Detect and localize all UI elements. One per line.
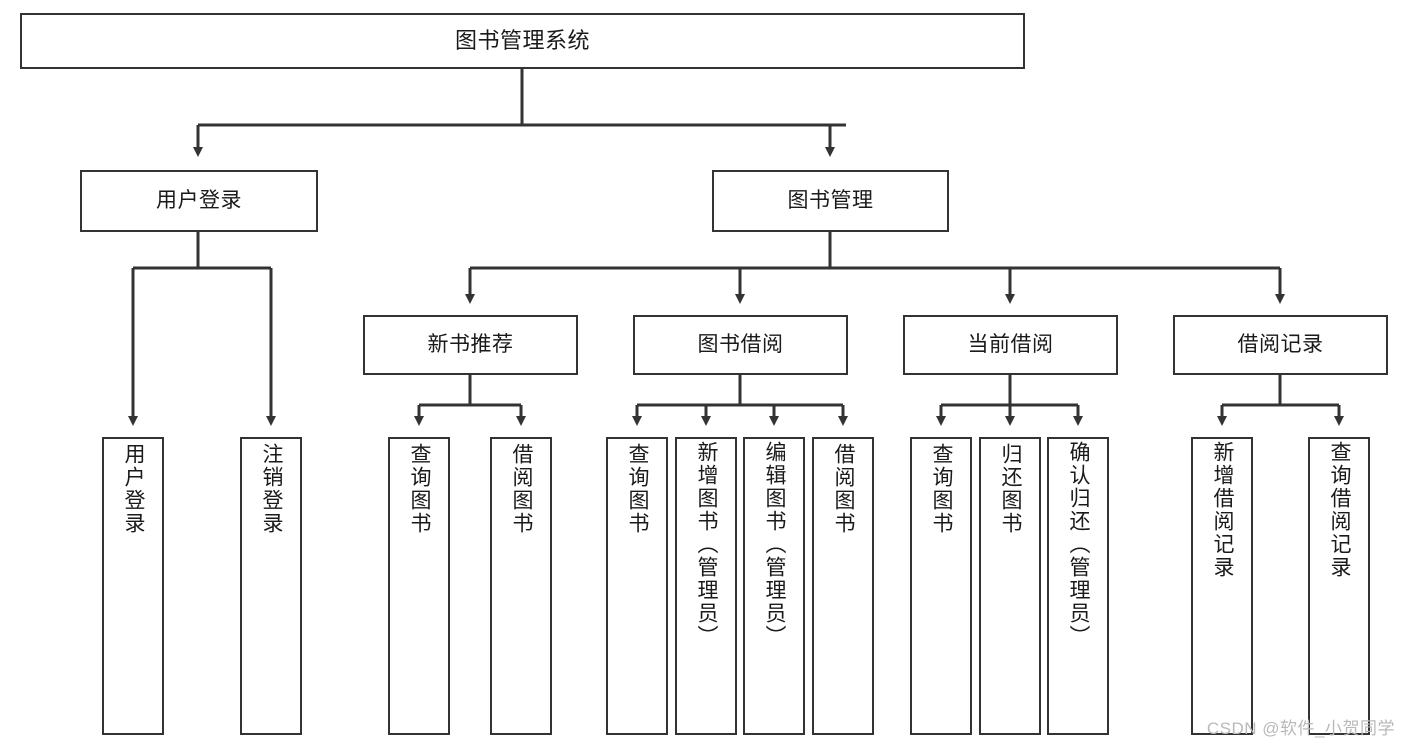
node-leaf-borrow-book-2[interactable]: 借阅图书 [812,437,874,735]
node-leaf-return-book-label: 归还图书 [999,443,1023,535]
node-root[interactable]: 图书管理系统 [20,13,1025,69]
node-leaf-edit-book[interactable]: 编辑图书（管理员） [743,437,805,735]
node-leaf-user-login[interactable]: 用户登录 [102,437,164,735]
node-leaf-borrow-book-1[interactable]: 借阅图书 [490,437,552,735]
node-leaf-add-record-label: 新增借阅记录 [1211,441,1235,579]
node-leaf-add-book[interactable]: 新增图书（管理员） [675,437,737,735]
node-book-manage[interactable]: 图书管理 [712,170,949,232]
node-leaf-return-book[interactable]: 归还图书 [979,437,1041,735]
node-leaf-borrow-book-2-label: 借阅图书 [832,443,856,535]
node-leaf-query-record[interactable]: 查询借阅记录 [1308,437,1370,735]
node-leaf-query-record-label: 查询借阅记录 [1328,441,1352,579]
node-borrow-record-label: 借阅记录 [1237,332,1324,356]
node-leaf-edit-book-label: 编辑图书（管理员） [763,441,787,648]
node-leaf-add-book-label: 新增图书（管理员） [695,441,719,648]
node-leaf-query-book-2[interactable]: 查询图书 [606,437,668,735]
node-leaf-logout-login-label: 注销登录 [260,443,284,535]
node-leaf-query-book-1[interactable]: 查询图书 [388,437,450,735]
node-leaf-query-book-3-label: 查询图书 [930,443,954,535]
node-leaf-query-book-2-label: 查询图书 [626,443,650,535]
node-new-book-recommend[interactable]: 新书推荐 [363,315,578,375]
node-borrow-record[interactable]: 借阅记录 [1173,315,1388,375]
node-current-borrow[interactable]: 当前借阅 [903,315,1118,375]
node-new-book-recommend-label: 新书推荐 [427,332,514,356]
node-leaf-confirm-return-label: 确认归还（管理员） [1067,441,1091,648]
node-user-login[interactable]: 用户登录 [80,170,318,232]
node-leaf-add-record[interactable]: 新增借阅记录 [1191,437,1253,735]
node-leaf-query-book-1-label: 查询图书 [408,443,432,535]
node-current-borrow-label: 当前借阅 [967,332,1054,356]
node-leaf-user-login-label: 用户登录 [122,443,146,535]
csdn-watermark: CSDN @软件_小贺同学 [1206,719,1395,738]
node-user-login-label: 用户登录 [156,188,242,212]
node-leaf-borrow-book-1-label: 借阅图书 [510,443,534,535]
node-leaf-confirm-return[interactable]: 确认归还（管理员） [1047,437,1109,735]
node-book-manage-label: 图书管理 [787,188,874,212]
node-book-borrow[interactable]: 图书借阅 [633,315,848,375]
node-root-label: 图书管理系统 [454,28,590,54]
node-leaf-logout-login[interactable]: 注销登录 [240,437,302,735]
node-book-borrow-label: 图书借阅 [697,332,784,356]
node-leaf-query-book-3[interactable]: 查询图书 [910,437,972,735]
